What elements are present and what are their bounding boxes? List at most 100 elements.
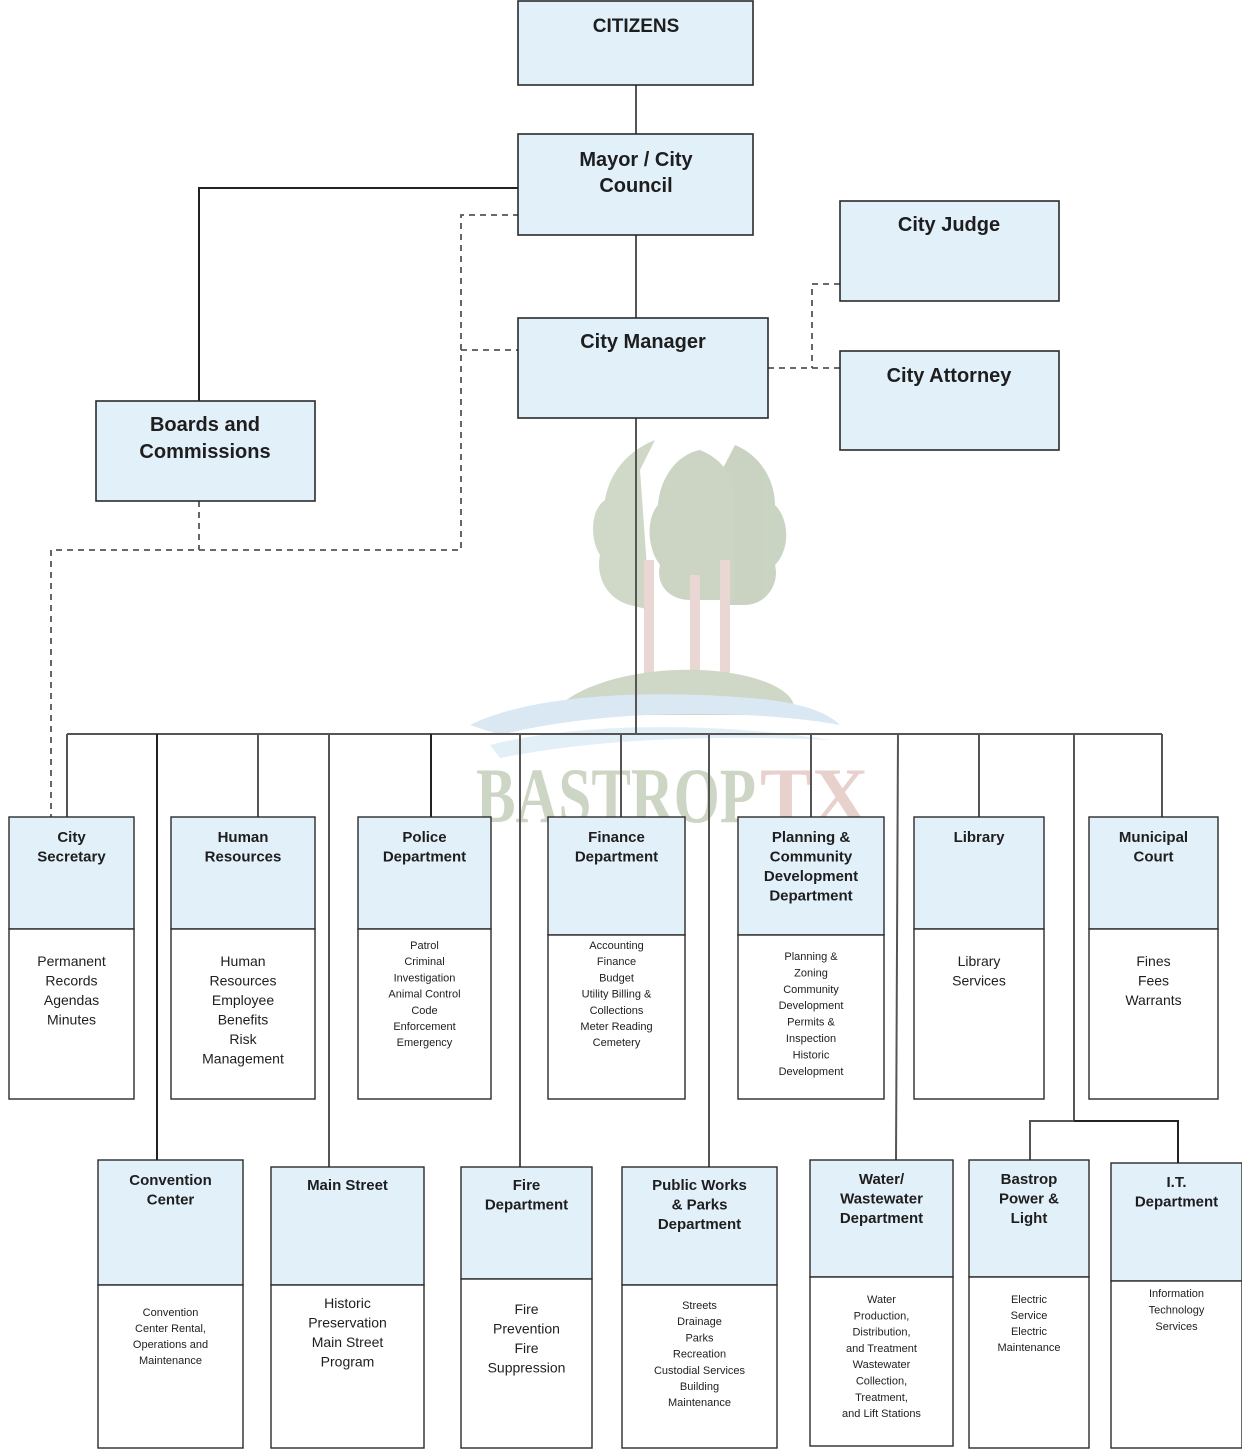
department-title: Center bbox=[147, 1192, 195, 1209]
department-service: Finance bbox=[597, 956, 636, 968]
department-service: Benefits bbox=[218, 1012, 269, 1028]
department-title: Community bbox=[770, 849, 853, 866]
department-header-box bbox=[97, 1159, 244, 1286]
department-title: Resources bbox=[205, 849, 282, 866]
department-header-box bbox=[547, 816, 686, 936]
department-service: Budget bbox=[599, 972, 634, 984]
department-header-box bbox=[460, 1166, 593, 1280]
department-title: Public Works bbox=[652, 1177, 747, 1194]
department-service: Information bbox=[1149, 1288, 1204, 1300]
council-label-line-2: Council bbox=[599, 175, 672, 197]
department-service: and Treatment bbox=[846, 1343, 917, 1355]
department-services-box bbox=[1110, 1280, 1242, 1449]
department-title: City bbox=[57, 829, 86, 846]
department-title: Department bbox=[485, 1197, 568, 1214]
department-service: Maintenance bbox=[668, 1397, 731, 1409]
department-title: Department bbox=[840, 1210, 923, 1227]
department-service: Development bbox=[779, 1066, 844, 1078]
department-service: Operations and bbox=[133, 1339, 208, 1351]
department-title: Power & bbox=[999, 1191, 1059, 1208]
department-service: Minutes bbox=[47, 1012, 96, 1028]
department-service: Community bbox=[783, 984, 839, 996]
department-service: Drainage bbox=[677, 1316, 722, 1328]
department-service: Risk bbox=[229, 1031, 257, 1047]
department-services-box bbox=[8, 928, 135, 1100]
department-service: Agendas bbox=[44, 992, 99, 1008]
department-header-box bbox=[170, 816, 316, 930]
department-service: Cemetery bbox=[593, 1037, 641, 1049]
department-title: Convention bbox=[129, 1172, 212, 1189]
department-service: Fire bbox=[514, 1340, 538, 1356]
citizens-box: CITIZENS bbox=[517, 0, 754, 86]
department-service: Preservation bbox=[308, 1315, 387, 1331]
department-service: Code bbox=[411, 1005, 437, 1017]
department-title: Human bbox=[218, 829, 269, 846]
department-services-box bbox=[809, 1276, 954, 1447]
department-header-box bbox=[1088, 816, 1219, 930]
department-service: Enforcement bbox=[393, 1021, 455, 1033]
department-title: Bastrop bbox=[1001, 1171, 1058, 1188]
department-service: Wastewater bbox=[853, 1359, 911, 1371]
department-service: Production, bbox=[854, 1310, 910, 1322]
top-connectors bbox=[50, 85, 840, 817]
department-service: Streets bbox=[682, 1300, 717, 1312]
department-service: and Lift Stations bbox=[842, 1408, 921, 1420]
department-service: Warrants bbox=[1125, 992, 1181, 1008]
department-title: Police bbox=[402, 829, 446, 846]
department-title: Water/ bbox=[859, 1171, 905, 1188]
department-service: Collection, bbox=[856, 1376, 907, 1388]
department-title: Department bbox=[1135, 1194, 1218, 1211]
department-service: Inspection bbox=[786, 1033, 836, 1045]
department-service: Permits & bbox=[787, 1017, 835, 1029]
department-service: Utility Billing & bbox=[582, 989, 652, 1001]
department-service: Water bbox=[867, 1294, 896, 1306]
department-service: Employee bbox=[212, 992, 274, 1008]
department-city-secretary: CitySecretaryPermanentRecordsAgendasMinu… bbox=[8, 816, 135, 1100]
department-title: Municipal bbox=[1119, 829, 1188, 846]
bastrop-logo-watermark: BASTROP TX bbox=[470, 440, 868, 839]
department-connectors bbox=[66, 733, 1179, 1167]
department-finance: FinanceDepartmentAccountingFinanceBudget… bbox=[547, 816, 686, 1100]
department-service: Services bbox=[952, 973, 1006, 989]
city-manager-label: City Manager bbox=[580, 331, 706, 353]
department-water: Water/WastewaterDepartmentWaterProductio… bbox=[809, 1159, 954, 1447]
department-service: Library bbox=[958, 953, 1001, 969]
boards-commissions-box: Boards and Commissions bbox=[95, 400, 316, 502]
department-services-box bbox=[1088, 928, 1219, 1100]
department-service: Suppression bbox=[488, 1360, 566, 1376]
department-service: Parks bbox=[685, 1332, 714, 1344]
department-service: Development bbox=[779, 1000, 844, 1012]
department-title: Department bbox=[769, 888, 852, 905]
department-service: Fire bbox=[514, 1301, 538, 1317]
department-title: Library bbox=[954, 829, 1006, 846]
department-title: Court bbox=[1134, 849, 1174, 866]
department-header-box bbox=[8, 816, 135, 930]
department-header-box bbox=[1110, 1162, 1242, 1282]
department-public-works: Public Works& ParksDepartmentStreetsDrai… bbox=[621, 1166, 778, 1449]
city-attorney-box: City Attorney bbox=[839, 350, 1060, 451]
department-title: Wastewater bbox=[840, 1191, 923, 1208]
city-manager-box: City Manager bbox=[517, 317, 769, 419]
department-planning: Planning &CommunityDevelopmentDepartment… bbox=[737, 816, 885, 1100]
department-services-box bbox=[968, 1276, 1090, 1449]
department-title: Main Street bbox=[307, 1177, 388, 1194]
department-service: Historic bbox=[324, 1295, 371, 1311]
department-police: PoliceDepartmentPatrolCriminalInvestigat… bbox=[357, 816, 492, 1100]
boards-label-line-2: Commissions bbox=[139, 441, 270, 463]
department-service: Building bbox=[680, 1381, 719, 1393]
mayor-city-council-box: Mayor / City Council bbox=[517, 133, 754, 236]
department-service: Investigation bbox=[394, 972, 456, 984]
department-services-box bbox=[460, 1278, 593, 1449]
department-service: Records bbox=[45, 973, 97, 989]
department-it: I.T.DepartmentInformationTechnologyServi… bbox=[1110, 1162, 1242, 1449]
department-service: Electric bbox=[1011, 1294, 1048, 1306]
department-title: Fire bbox=[513, 1177, 541, 1194]
department-services-box bbox=[737, 934, 885, 1100]
department-service: Meter Reading bbox=[580, 1021, 652, 1033]
department-service: Animal Control bbox=[388, 989, 460, 1001]
department-service: Accounting bbox=[589, 940, 643, 952]
department-header-box bbox=[913, 816, 1045, 930]
department-service: Resources bbox=[210, 973, 277, 989]
